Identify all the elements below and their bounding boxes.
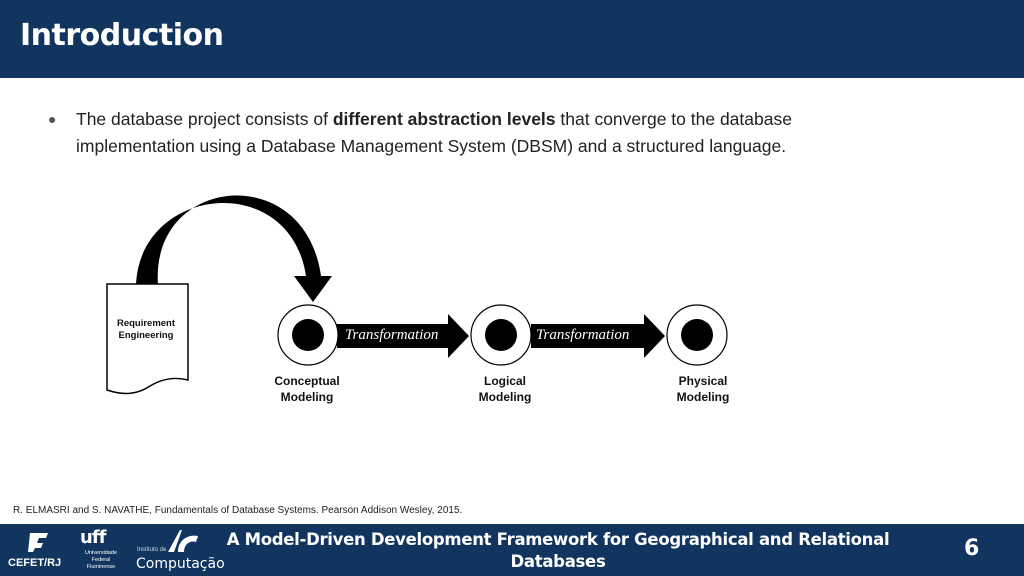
- transformation-label-1: Transformation: [345, 327, 439, 343]
- bullet-text-start: The database project consists of: [76, 109, 333, 129]
- curved-arrow-icon: [136, 195, 332, 302]
- bullet-text-bold: different abstraction levels: [332, 109, 556, 129]
- presentation-title-line1: A Model-Driven Development Framework for…: [226, 530, 890, 549]
- uff-subtitle: Universidade Federal Fluminense: [80, 550, 122, 571]
- transformation-label-2: Transformation: [536, 327, 630, 343]
- cefet-label: CEFET/RJ: [8, 557, 62, 569]
- logical-line2: Modeling: [478, 390, 532, 404]
- ic-logo-icon: [168, 530, 198, 552]
- presentation-title: A Model-Driven Development Framework for…: [200, 529, 916, 573]
- page-number: 6: [964, 536, 980, 561]
- footer-bar: CEFET/RJ uff Universidade Federal Flumin…: [0, 524, 1024, 576]
- header-bar: Introduction: [0, 0, 1024, 78]
- requirement-engineering-label: Requirement Engineering: [116, 318, 176, 341]
- conceptual-modeling-label: Conceptual Modeling: [247, 373, 367, 405]
- cefet-logo-icon: [28, 533, 48, 552]
- physical-line1: Physical: [678, 374, 728, 388]
- physical-line2: Modeling: [676, 390, 730, 404]
- conceptual-line1: Conceptual: [274, 374, 340, 388]
- conceptual-line2: Modeling: [280, 390, 334, 404]
- requirement-document-shape: [106, 283, 189, 395]
- uff-sub-line1: Universidade: [84, 550, 118, 556]
- ic-logo-top: Instituto de: [137, 547, 167, 553]
- uff-sub-line3: Fluminense: [86, 564, 116, 570]
- bullet-text-end: that converge to the database implementa…: [76, 109, 792, 156]
- presentation-title-line2: Databases: [510, 552, 606, 571]
- citation: R. ELMASRI and S. NAVATHE, Fundamentals …: [13, 505, 463, 516]
- bullet-dot-icon: ●: [48, 111, 57, 127]
- ic-logo-main: Computação: [136, 556, 225, 572]
- abstraction-levels-diagram: [106, 195, 728, 395]
- logical-modeling-label: Logical Modeling: [445, 373, 565, 405]
- transformation-arrow-2: [531, 314, 665, 358]
- slide-title: Introduction: [20, 18, 224, 53]
- logical-line1: Logical: [483, 374, 526, 388]
- physical-modeling-label: Physical Modeling: [643, 373, 763, 405]
- transformation-arrow-1: [337, 314, 469, 358]
- logical-node-dot: [485, 319, 517, 351]
- conceptual-node-dot: [292, 319, 324, 351]
- physical-node-dot: [681, 319, 713, 351]
- bullet-text: The database project consists of differe…: [76, 106, 906, 160]
- uff-sub-line2: Federal: [91, 557, 111, 563]
- uff-logo: uff: [80, 527, 107, 548]
